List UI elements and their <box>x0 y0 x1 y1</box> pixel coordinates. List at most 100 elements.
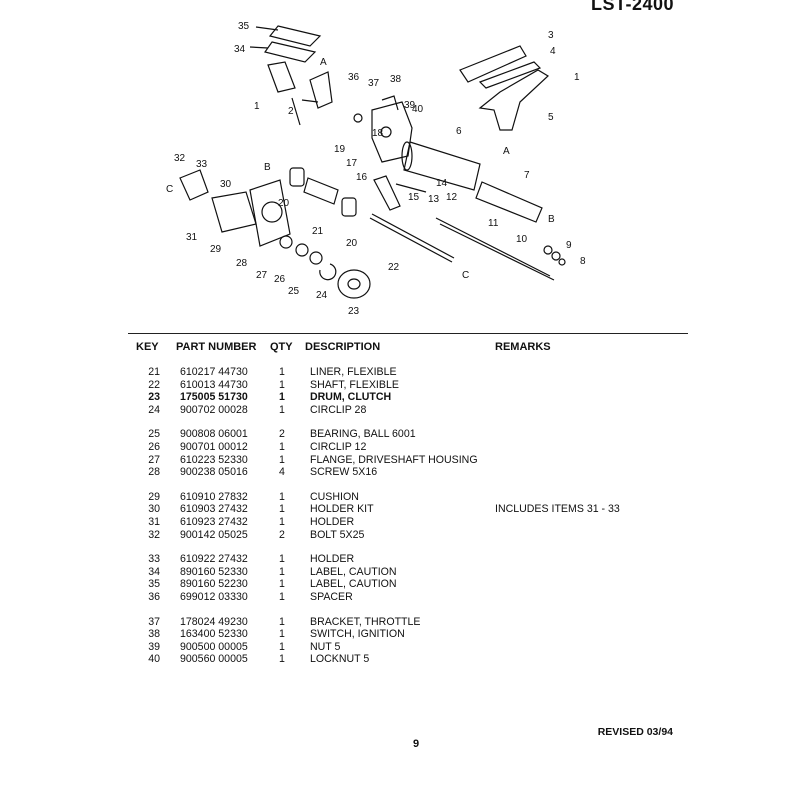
callout-label: 2 <box>288 106 294 117</box>
callout-label: 5 <box>548 112 554 123</box>
callout-label: 4 <box>550 46 556 57</box>
col-header-description: DESCRIPTION <box>305 341 381 353</box>
description-cell: HOLDER KIT <box>310 503 374 516</box>
part-number-cell: 699012 03330 <box>180 591 248 603</box>
part-number-cell: 610922 27432 <box>180 553 248 566</box>
callout-label: B <box>548 214 555 225</box>
key-cell: 31 <box>148 516 160 528</box>
key-cell: 38 <box>148 628 160 641</box>
key-cell: 40 <box>148 653 160 666</box>
callout-label: 36 <box>348 72 360 83</box>
callout-label: 30 <box>220 179 232 190</box>
callout-label: 14 <box>436 178 448 189</box>
part-number-cell: 890160 52330 <box>180 565 248 578</box>
part-number-cell: 610903 27432 <box>180 503 248 516</box>
callout-label: C <box>462 270 469 281</box>
callout-label: 23 <box>348 306 360 317</box>
col-header-key: KEY <box>136 341 159 353</box>
part-number-cell: 175005 51730 <box>180 391 248 404</box>
description-cell: LINER, FLEXIBLE <box>310 366 397 378</box>
callout-label: 11 <box>488 218 499 229</box>
key-cell: 21 <box>148 366 160 378</box>
key-cell: 29 <box>148 490 160 503</box>
description-cell: BEARING, BALL 6001 <box>310 428 416 441</box>
callout-label: 31 <box>186 232 198 243</box>
callout-label: 24 <box>316 290 328 301</box>
callout-label: 3 <box>548 30 554 41</box>
qty-cell: 1 <box>279 490 285 503</box>
callout-label: 7 <box>524 170 530 181</box>
callout-label: 37 <box>368 78 380 89</box>
description-cell: SCREW 5X16 <box>310 466 378 479</box>
key-cell: 25 <box>148 428 160 441</box>
callout-label: 9 <box>566 240 572 251</box>
key-cell: 37 <box>148 615 160 628</box>
callout-label: 27 <box>256 270 268 281</box>
remarks-cell: INCLUDES ITEMS 31 - 33 <box>495 503 620 516</box>
part-number-cell: 900808 06001 <box>180 428 248 441</box>
callout-label: 29 <box>210 244 222 255</box>
revision-note: REVISED 03/94 <box>597 726 673 738</box>
key-cell: 35 <box>148 578 160 591</box>
callout-label: 34 <box>234 44 246 55</box>
callout-label: 38 <box>390 74 402 85</box>
callout-label: 17 <box>346 158 358 169</box>
qty-cell: 2 <box>279 528 285 541</box>
callout-label: 8 <box>580 256 586 267</box>
key-cell: 28 <box>148 466 160 479</box>
qty-cell: 1 <box>279 441 285 453</box>
key-cell: 22 <box>148 378 160 391</box>
callout-label: 10 <box>516 234 528 245</box>
callout-label: B <box>264 162 271 173</box>
qty-cell: 1 <box>279 553 285 566</box>
part-number-cell: 610013 44730 <box>180 378 248 391</box>
callout-label: 18 <box>372 128 384 139</box>
qty-cell: 1 <box>279 578 285 591</box>
part-number-cell: 610923 27432 <box>180 516 248 528</box>
key-cell: 32 <box>148 528 160 541</box>
qty-cell: 2 <box>279 428 285 441</box>
callout-label: 12 <box>446 192 458 203</box>
callout-label: A <box>320 57 327 68</box>
callout-label: 39 <box>404 100 416 111</box>
description-cell: SWITCH, IGNITION <box>310 628 405 641</box>
page-number: 9 <box>413 738 420 750</box>
callout-label: 35 <box>238 21 250 32</box>
key-cell: 39 <box>148 640 160 653</box>
description-cell: LOCKNUT 5 <box>310 653 370 666</box>
callout-label: 13 <box>428 194 440 205</box>
part-number-cell: 610217 44730 <box>180 366 248 378</box>
description-cell: CIRCLIP 28 <box>310 403 367 416</box>
callout-label: 28 <box>236 258 248 269</box>
qty-cell: 1 <box>279 591 285 603</box>
qty-cell: 1 <box>279 640 285 653</box>
description-cell: BRACKET, THROTTLE <box>310 615 421 628</box>
qty-cell: 1 <box>279 403 285 416</box>
table-row: 25 900808 06001 2 BEARING, BALL 6001 <box>0 428 800 441</box>
part-number-cell: 610910 27832 <box>180 490 248 503</box>
part-number-cell: 900560 00005 <box>180 653 248 666</box>
callout-label: 1 <box>254 101 260 112</box>
part-number-cell: 178024 49230 <box>180 615 248 628</box>
description-cell: HOLDER <box>310 553 355 566</box>
qty-cell: 1 <box>279 653 285 666</box>
model-number: LST-2400 <box>590 0 674 14</box>
key-cell: 34 <box>148 565 160 578</box>
callout-label: 6 <box>456 126 462 137</box>
callout-label: 16 <box>356 172 368 183</box>
description-cell: HOLDER <box>310 516 355 528</box>
description-cell: CIRCLIP 12 <box>310 441 367 453</box>
